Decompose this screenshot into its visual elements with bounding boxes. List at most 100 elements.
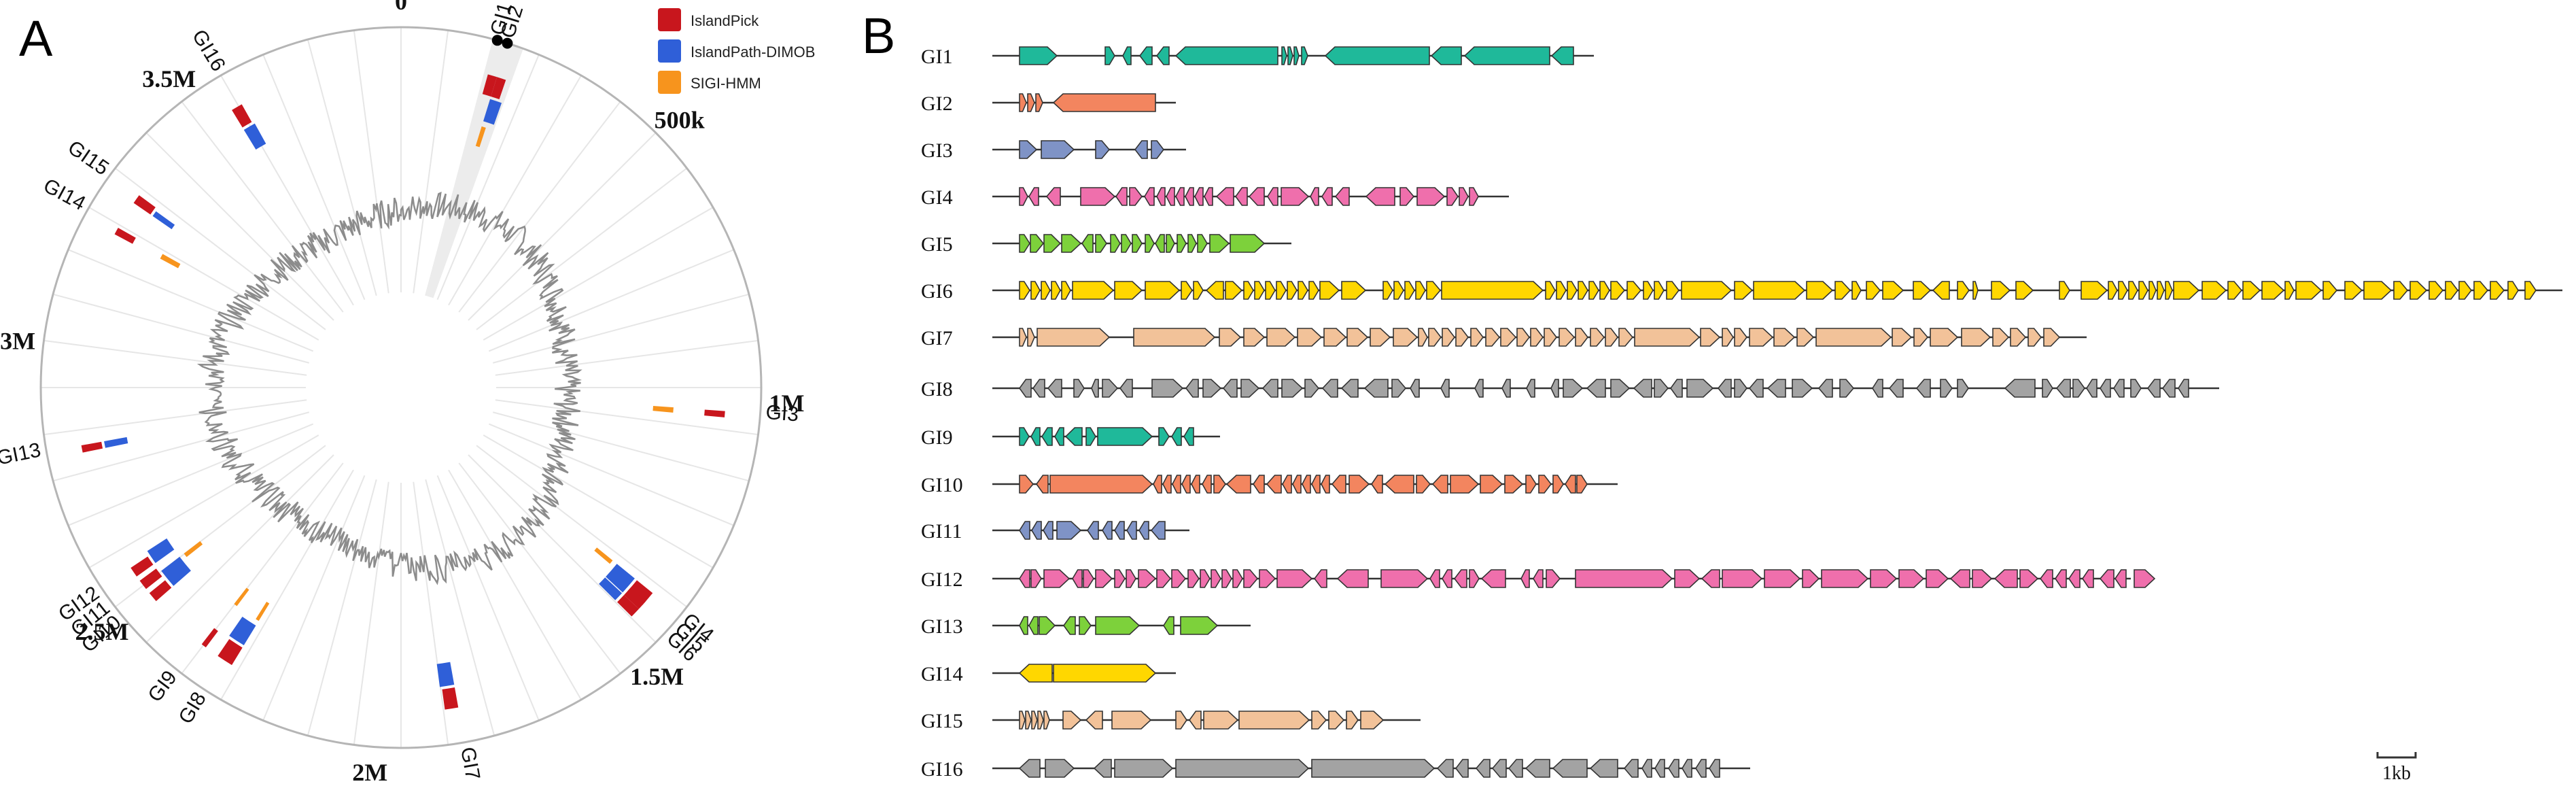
gene-arrow (1114, 569, 1126, 588)
island-bar-gi2 (491, 77, 506, 99)
radial-guide-line (458, 462, 621, 674)
island-label: GI3 (765, 401, 800, 426)
gene-arrow (1102, 379, 1119, 398)
radial-guide-line (145, 454, 334, 643)
gene-arrow (1041, 140, 1075, 159)
gene-cluster-row-gi11: GI11 (921, 520, 1189, 543)
gene-arrow (1027, 328, 1035, 347)
gene-arrow (2490, 281, 2505, 300)
gene-arrow (2507, 281, 2519, 300)
gene-arrow (1019, 93, 1027, 112)
gene-arrow (1370, 328, 1391, 347)
cluster-label: GI7 (921, 327, 953, 349)
legend-label: IslandPath-DIMOB (691, 44, 815, 61)
island-bar-gi15 (133, 195, 156, 215)
gene-arrow (1442, 569, 1452, 588)
island-bar-gi8 (256, 602, 270, 621)
gene-cluster-row-gi16: GI16 (921, 758, 1750, 781)
radial-guide-line (483, 207, 714, 341)
gene-arrow (1172, 475, 1181, 494)
radial-guide-line (88, 207, 319, 341)
radial-guide-line (468, 132, 657, 321)
radial-guide-line (436, 54, 540, 301)
gene-arrow (1126, 521, 1137, 540)
gene-arrow (2042, 379, 2053, 398)
island-bar-gi9 (201, 628, 218, 648)
gene-arrow (1187, 569, 1200, 588)
gene-arrow (2148, 281, 2157, 300)
scale-label: 2M (352, 759, 387, 786)
gene-arrow (1104, 46, 1115, 65)
gene-arrow (1544, 328, 1558, 347)
gene-arrow (1429, 569, 1440, 588)
gene-arrow (1589, 759, 1618, 778)
gene-arrow (1610, 379, 1631, 398)
gene-arrow (1932, 281, 1950, 300)
island-bar-gi6 (617, 595, 640, 617)
gene-arrow (1222, 379, 1238, 398)
gene-arrow (1341, 281, 1367, 300)
gene-arrow (1681, 281, 1733, 300)
gene-arrow (1095, 616, 1141, 635)
gene-arrow (1302, 475, 1311, 494)
gene-arrow (1102, 521, 1113, 540)
gene-arrow (1556, 281, 1567, 300)
gene-arrow (1500, 328, 1517, 347)
gene-arrow (1371, 475, 1383, 494)
gene-arrow (1972, 569, 1993, 588)
island-label: GI8 (175, 688, 211, 728)
gene-arrow (1018, 664, 1053, 683)
radial-guide-line (448, 75, 582, 306)
island-bar-gi7 (436, 662, 455, 687)
gene-arrow (1992, 328, 2010, 347)
gene-arrow (1319, 281, 1340, 300)
scale-label: 500k (655, 107, 705, 134)
gene-arrow (1686, 379, 1714, 398)
gene-arrow (1734, 379, 1748, 398)
gene-arrow (1072, 569, 1083, 588)
gene-arrow (1915, 379, 1931, 398)
island-label: GI9 (143, 666, 181, 706)
gene-arrow (1045, 187, 1061, 206)
gene-arrow (1138, 521, 1149, 540)
gene-arrow (1802, 569, 1820, 588)
gene-arrow (1991, 281, 2011, 300)
gene-arrow (1027, 93, 1035, 112)
gene-arrow (1525, 759, 1550, 778)
gene-arrow (2082, 569, 2094, 588)
gene-arrow (1025, 711, 1032, 730)
cluster-label: GI4 (921, 186, 953, 209)
radial-guide-line (413, 481, 449, 745)
gene-arrow (1031, 711, 1038, 730)
cluster-label: GI8 (921, 378, 953, 400)
gene-arrow (2295, 281, 2322, 300)
island-label: GI13 (0, 439, 43, 469)
gene-arrow (1043, 521, 1054, 540)
gene-arrow (1994, 569, 2018, 588)
gene-arrow (1181, 281, 1193, 300)
radial-guide-line (43, 339, 307, 376)
radial-guide-line (488, 423, 735, 526)
cluster-label: GI10 (921, 474, 963, 496)
gene-arrow (1892, 328, 1913, 347)
gene-arrow (1095, 140, 1111, 159)
gene-arrow (1266, 328, 1296, 347)
scale-label: 0 (395, 0, 407, 15)
gene-arrow (1520, 569, 1530, 588)
gene-arrow (1586, 379, 1606, 398)
gene-arrow (1668, 759, 1679, 778)
gene-arrow (1114, 759, 1174, 778)
gene-arrow (1162, 475, 1172, 494)
gene-arrow (1144, 187, 1155, 206)
gene-arrow (1530, 328, 1544, 347)
gene-arrow (1821, 569, 1869, 588)
gene-arrow (1709, 759, 1720, 778)
gene-arrow (2157, 281, 2165, 300)
gene-arrow (1700, 328, 1721, 347)
gene-arrow (1469, 569, 1480, 588)
gene-arrow (2019, 569, 2039, 588)
gene-arrow (1019, 616, 1028, 635)
gene-arrow (1028, 616, 1039, 635)
gene-arrow (2161, 379, 2176, 398)
